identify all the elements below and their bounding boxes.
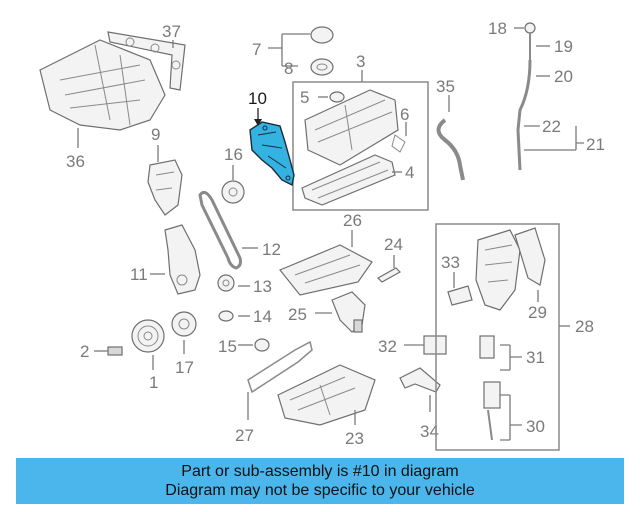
valve-cover-group: 3 5 6 4 — [292, 52, 429, 211]
callout-31: 31 — [526, 348, 545, 367]
callout-12: 12 — [262, 240, 281, 259]
callout-24: 24 — [384, 235, 403, 254]
callout-10: 10 — [248, 89, 267, 108]
crank-sprocket-part: 17 — [171, 311, 197, 377]
oil-pump-part: 25 — [288, 291, 366, 333]
dipstick-tube-seal-part: 24 — [377, 235, 403, 283]
callout-25: 25 — [288, 305, 307, 324]
callout-7: 7 — [252, 40, 261, 59]
callout-35: 35 — [436, 77, 455, 96]
bolt-part: 2 — [80, 342, 123, 361]
callout-22: 22 — [542, 117, 561, 136]
callout-26: 26 — [343, 211, 362, 230]
timing-belt-part: 12 — [198, 190, 281, 270]
callout-13: 13 — [253, 277, 272, 296]
oil-cap-part: 7 8 — [252, 26, 334, 78]
callout-21: 21 — [586, 135, 605, 154]
callout-9: 9 — [151, 125, 160, 144]
callout-3: 3 — [356, 52, 365, 71]
oil-sensor-part: 32 — [378, 335, 447, 356]
callout-5: 5 — [300, 88, 309, 107]
info-banner: Part or sub-assembly is #10 in diagram D… — [16, 458, 624, 504]
callout-18: 18 — [488, 19, 507, 38]
timing-cover-upper-part: 9 — [147, 125, 183, 216]
banner-line-1: Part or sub-assembly is #10 in diagram — [181, 463, 459, 480]
callout-2: 2 — [80, 342, 89, 361]
callout-17: 17 — [175, 358, 194, 377]
oil-baffle-part: 26 — [279, 211, 373, 296]
callout-23: 23 — [345, 429, 364, 448]
oil-filter-housing-group: 28 29 33 31 30 — [435, 223, 594, 451]
intake-manifold-part: 36 — [39, 39, 166, 171]
callout-15: 15 — [218, 337, 237, 356]
highlighted-part-10: 10 — [248, 89, 295, 187]
idler-pulley-part: 13 — [217, 274, 272, 296]
callout-32: 32 — [378, 337, 397, 356]
callout-14: 14 — [253, 307, 272, 326]
callout-11: 11 — [130, 265, 148, 284]
callout-28: 28 — [575, 317, 594, 336]
lower-timing-cover-part: 11 — [130, 224, 201, 295]
crank-pulley-part: 1 — [131, 319, 165, 392]
callout-20: 20 — [554, 67, 573, 86]
callout-8: 8 — [284, 59, 293, 78]
callout-1: 1 — [149, 373, 158, 392]
callout-4: 4 — [405, 163, 414, 182]
dipstick-part: 18 19 20 22 21 — [488, 19, 605, 171]
callout-19: 19 — [554, 37, 573, 56]
banner-line-2: Diagram may not be specific to your vehi… — [165, 482, 475, 499]
plug-part: 15 — [218, 337, 270, 356]
oil-pan-part: 23 — [277, 364, 376, 448]
callout-27: 27 — [235, 426, 254, 445]
callout-36: 36 — [66, 152, 85, 171]
callout-33: 33 — [441, 253, 460, 272]
manifold-gasket-part: 37 — [107, 22, 186, 91]
callout-6: 6 — [400, 105, 409, 124]
breather-hose-part: 35 — [436, 77, 465, 181]
oil-pan-gasket-part: 27 — [235, 340, 313, 445]
callout-16: 16 — [224, 145, 243, 164]
callout-29: 29 — [528, 303, 547, 322]
callout-34: 34 — [420, 422, 439, 441]
callout-37: 37 — [162, 22, 181, 41]
tensioner-part: 14 — [218, 307, 272, 326]
sprocket-part: 16 — [221, 145, 245, 204]
bracket-part: 34 — [399, 367, 441, 441]
callout-30: 30 — [526, 417, 545, 436]
